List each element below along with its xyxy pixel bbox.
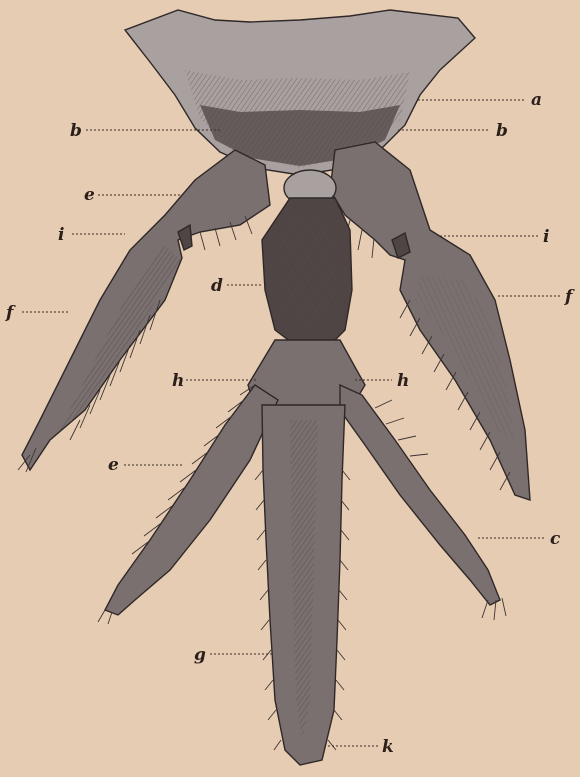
left-hind-leg bbox=[105, 385, 278, 615]
label-f-left: f bbox=[5, 303, 16, 323]
specimen-drawing bbox=[18, 10, 530, 765]
label-f-right: f bbox=[564, 287, 575, 307]
right-swimming-leg bbox=[330, 142, 530, 500]
label-k: k bbox=[382, 737, 394, 757]
label-c: c bbox=[550, 529, 561, 549]
label-i-right: i bbox=[543, 227, 549, 247]
label-d: d bbox=[211, 276, 223, 296]
right-hind-leg bbox=[340, 385, 500, 605]
label-a: a bbox=[531, 90, 542, 110]
label-h-right: h bbox=[397, 371, 409, 391]
label-h-left: h bbox=[172, 371, 184, 391]
central-body-highlight bbox=[275, 215, 340, 330]
label-i-left: i bbox=[58, 225, 64, 245]
label-b-right: b bbox=[496, 121, 508, 141]
label-e-lower: e bbox=[108, 455, 119, 475]
label-g: g bbox=[194, 645, 206, 665]
label-b-left: b bbox=[70, 121, 82, 141]
label-e-upper: e bbox=[84, 185, 95, 205]
